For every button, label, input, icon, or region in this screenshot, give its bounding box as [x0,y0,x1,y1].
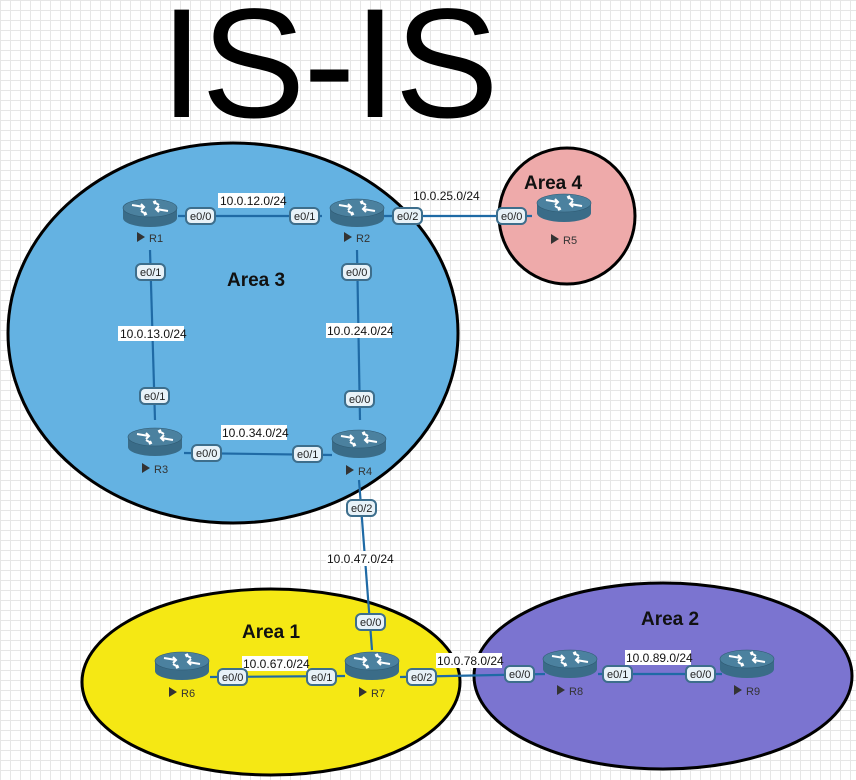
svg-text:e0/0: e0/0 [346,267,367,279]
iface-r5-e0-0[interactable]: e0/0 [496,207,527,225]
svg-text:e0/0: e0/0 [690,669,711,681]
svg-text:R8: R8 [569,686,583,698]
iface-r2-e0-0[interactable]: e0/0 [341,263,372,281]
play-icon [551,234,559,244]
net-label-10-0-13: 10.0.13.0/24 [118,326,187,341]
svg-text:e0/1: e0/1 [140,267,161,279]
iface-r2-e0-2[interactable]: e0/2 [392,207,423,225]
area-4-label: Area 4 [524,173,583,194]
router-r4[interactable]: R4 [331,429,387,478]
iface-r2-e0-1[interactable]: e0/1 [289,207,320,225]
router-icon [719,649,775,679]
router-icon [329,198,385,228]
net-label-10-0-34: 10.0.34.0/24 [221,425,289,440]
play-icon [359,687,367,697]
iface-r6-e0-0[interactable]: e0/0 [217,668,248,686]
svg-text:10.0.47.0/24: 10.0.47.0/24 [327,552,394,566]
svg-text:10.0.67.0/24: 10.0.67.0/24 [243,657,310,671]
iface-r4-e0-0[interactable]: e0/0 [344,390,375,408]
svg-text:e0/1: e0/1 [297,449,318,461]
svg-text:R4: R4 [358,466,372,478]
iface-r4-e0-1[interactable]: e0/1 [292,445,323,463]
svg-text:e0/0: e0/0 [501,211,522,223]
svg-text:e0/1: e0/1 [311,672,332,684]
router-icon [542,649,598,679]
svg-text:10.0.12.0/24: 10.0.12.0/24 [220,194,287,208]
svg-text:e0/2: e0/2 [351,503,372,515]
iface-r8-e0-1[interactable]: e0/1 [602,665,633,683]
router-r1[interactable]: R1 [122,198,178,245]
router-icon [344,651,400,681]
play-icon [169,687,177,697]
router-icon [536,193,592,223]
svg-text:10.0.13.0/24: 10.0.13.0/24 [120,327,187,341]
svg-text:e0/0: e0/0 [196,448,217,460]
svg-text:e0/0: e0/0 [349,394,370,406]
svg-text:R6: R6 [181,688,195,700]
iface-r8-e0-0[interactable]: e0/0 [504,665,535,683]
svg-text:R1: R1 [149,233,163,245]
svg-text:10.0.34.0/24: 10.0.34.0/24 [222,426,289,440]
net-label-10-0-78: 10.0.78.0/24 [436,653,504,668]
net-label-10-0-25: 10.0.25.0/24 [413,189,480,203]
area-1-label: Area 1 [242,622,301,643]
play-icon [346,465,354,475]
iface-r9-e0-0[interactable]: e0/0 [685,665,716,683]
play-icon [557,685,565,695]
iface-r1-e0-1[interactable]: e0/1 [135,263,166,281]
router-r5[interactable]: R5 [536,193,592,247]
iface-r7-e0-1[interactable]: e0/1 [306,668,337,686]
iface-r7-e0-2[interactable]: e0/2 [406,668,437,686]
svg-text:10.0.24.0/24: 10.0.24.0/24 [327,324,394,338]
svg-text:10.0.89.0/24: 10.0.89.0/24 [626,651,693,665]
net-label-10-0-89: 10.0.89.0/24 [625,650,693,665]
net-label-10-0-24: 10.0.24.0/24 [326,323,394,338]
router-r7[interactable]: R7 [344,651,400,700]
svg-text:e0/1: e0/1 [294,211,315,223]
svg-text:e0/0: e0/0 [360,617,381,629]
area-3-label: Area 3 [227,270,285,291]
svg-text:e0/1: e0/1 [607,669,628,681]
net-label-10-0-12: 10.0.12.0/24 [218,193,287,208]
svg-text:e0/0: e0/0 [222,672,243,684]
iface-r1-e0-0[interactable]: e0/0 [185,207,216,225]
svg-text:e0/2: e0/2 [411,672,432,684]
svg-text:10.0.25.0/24: 10.0.25.0/24 [413,189,480,203]
play-icon [344,232,352,242]
svg-text:R9: R9 [746,686,760,698]
svg-text:e0/1: e0/1 [144,391,165,403]
net-label-10-0-67: 10.0.67.0/24 [242,656,310,671]
play-icon [137,232,145,242]
svg-text:R5: R5 [563,235,577,247]
router-r6[interactable]: R6 [154,651,210,700]
svg-text:e0/0: e0/0 [509,669,530,681]
router-r3[interactable]: R3 [127,427,183,476]
net-label-10-0-47: 10.0.47.0/24 [326,551,394,566]
play-icon [734,685,742,695]
iface-r3-e0-0[interactable]: e0/0 [191,444,222,462]
svg-text:R7: R7 [371,688,385,700]
svg-text:e0/2: e0/2 [397,211,418,223]
router-icon [122,198,178,228]
router-r8[interactable]: R8 [542,649,598,698]
iface-r3-e0-1[interactable]: e0/1 [139,387,170,405]
iface-r4-e0-2[interactable]: e0/2 [346,499,377,517]
svg-text:R2: R2 [356,233,370,245]
svg-text:e0/0: e0/0 [190,211,211,223]
svg-text:R3: R3 [154,464,168,476]
iface-r7-e0-0[interactable]: e0/0 [355,613,386,631]
area-1-region [80,587,462,777]
diagram-title: IS-IS [160,0,499,151]
router-r9[interactable]: R9 [719,649,775,698]
router-icon [331,429,387,459]
svg-text:10.0.78.0/24: 10.0.78.0/24 [437,654,504,668]
router-icon [154,651,210,681]
router-icon [127,427,183,457]
router-r2[interactable]: R2 [329,198,385,245]
area-2-label: Area 2 [641,609,699,630]
play-icon [142,463,150,473]
